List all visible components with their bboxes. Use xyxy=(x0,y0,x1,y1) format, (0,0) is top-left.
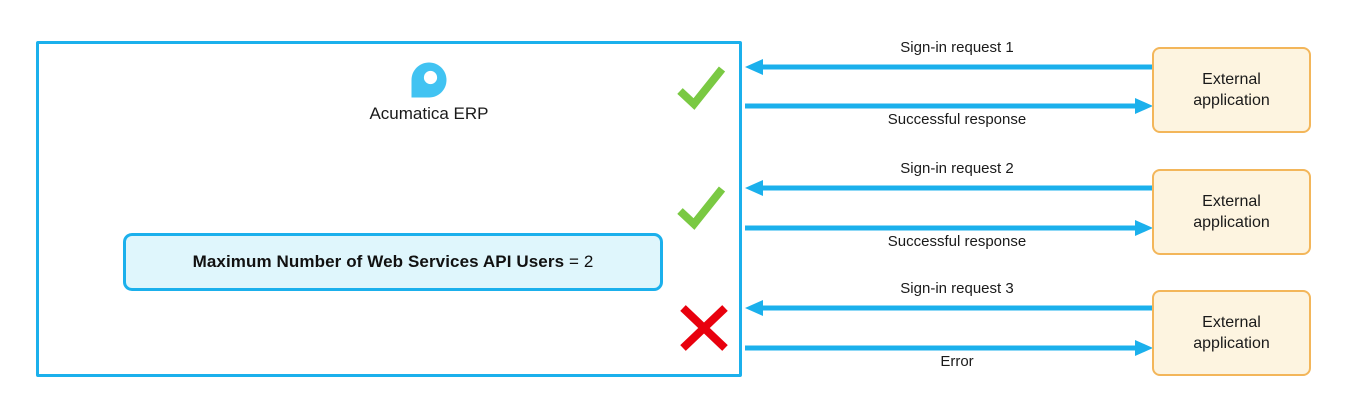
arrow-label-successful-response-1: Successful response xyxy=(887,111,1027,128)
max-api-users-value: 2 xyxy=(583,252,594,271)
status-cross-3-icon xyxy=(676,300,734,358)
acumatica-droplet-logo-icon xyxy=(411,62,447,98)
external-application-box-1: External application xyxy=(1152,47,1311,133)
arrow-successful-response-2 xyxy=(745,218,1153,238)
acumatica-brand: Acumatica ERP xyxy=(339,62,519,124)
acumatica-erp-container: Acumatica ERP Maximum Number of Web Serv… xyxy=(36,41,742,377)
arrow-signin-request-2 xyxy=(745,178,1153,198)
external-application-label-3: External application xyxy=(1193,314,1270,352)
arrow-label-signin-request-1: Sign-in request 1 xyxy=(900,39,1014,56)
max-api-users-label: Maximum Number of Web Services API Users xyxy=(192,252,565,271)
arrow-successful-response-1 xyxy=(745,96,1153,116)
external-application-box-3: External application xyxy=(1152,290,1311,376)
status-check-2-icon xyxy=(672,180,730,238)
arrow-error-response-3 xyxy=(745,338,1153,358)
arrow-signin-request-1 xyxy=(745,57,1153,77)
arrow-label-signin-request-3: Sign-in request 3 xyxy=(900,280,1014,297)
arrow-label-signin-request-2: Sign-in request 2 xyxy=(900,160,1014,177)
external-application-box-2: External application xyxy=(1152,169,1311,255)
acumatica-erp-label: Acumatica ERP xyxy=(369,104,489,123)
arrow-label-successful-response-2: Successful response xyxy=(887,233,1027,250)
max-api-users-setting-box: Maximum Number of Web Services API Users… xyxy=(123,233,663,291)
arrow-signin-request-3 xyxy=(745,298,1153,318)
external-application-label-2: External application xyxy=(1193,193,1270,231)
arrow-label-error-response-3: Error xyxy=(940,353,974,370)
max-api-users-equals: = xyxy=(564,252,584,271)
status-check-1-icon xyxy=(672,60,730,118)
max-api-users-setting-text: Maximum Number of Web Services API Users… xyxy=(193,252,594,272)
external-application-label-1: External application xyxy=(1193,71,1270,109)
